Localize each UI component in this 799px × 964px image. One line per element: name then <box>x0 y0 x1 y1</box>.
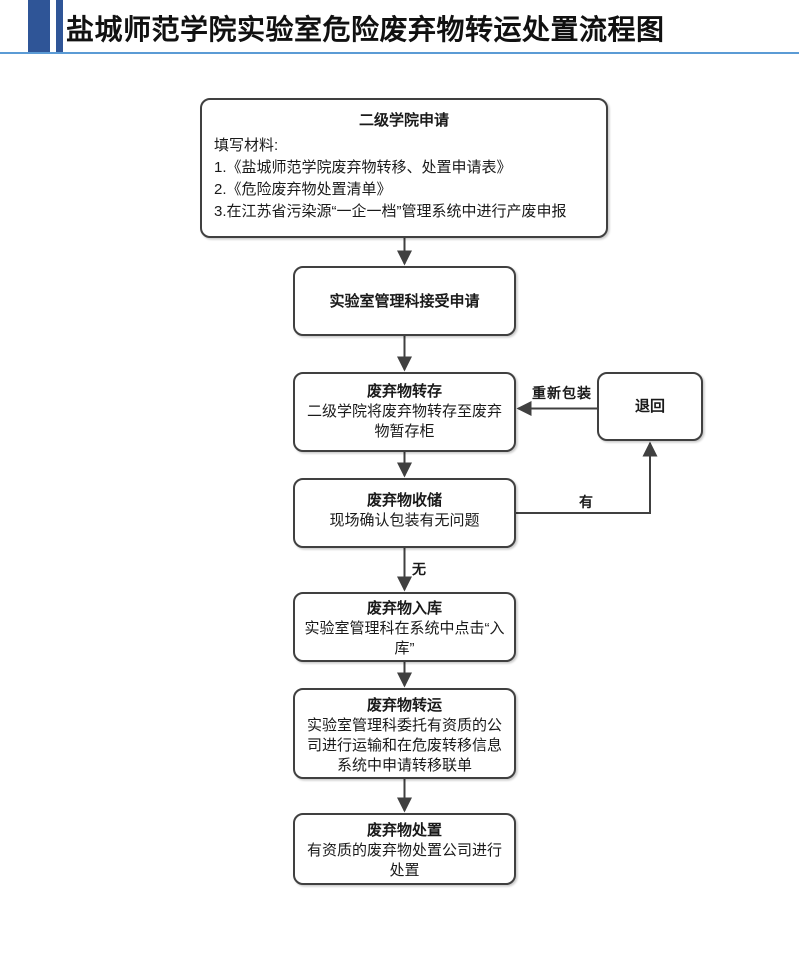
box-body: 二级学院将废弃物转存至废弃物暂存柜 <box>306 403 502 440</box>
header-accent-bar-thick <box>28 0 50 52</box>
flow-box-accept: 实验室管理科接受申请 <box>293 266 516 336</box>
box-body: 有资质的废弃物处置公司进行处置 <box>306 842 502 879</box>
header-rule <box>0 52 799 54</box>
flow-box-transport: 废弃物转运 实验室管理科委托有资质的公司进行运输和在危废转移信息系统中申请转移联… <box>293 688 516 779</box>
box-title: 废弃物转存 <box>366 383 442 400</box>
flow-box-disposal: 废弃物处置 有资质的废弃物处置公司进行处置 <box>293 813 516 885</box>
box-title: 废弃物入库 <box>366 600 442 617</box>
box-body: 现场确认包装有无问题 <box>329 512 480 529</box>
flow-box-collection: 废弃物收储 现场确认包装有无问题 <box>293 478 516 548</box>
box-title: 二级学院申请 <box>358 112 449 129</box>
box-body: 实验室管理科委托有资质的公司进行运输和在危废转移信息系统中申请转移联单 <box>306 717 502 774</box>
box-body-line: 3.在江苏省污染源“一企一档”管理系统中进行产废申报 <box>214 203 567 220</box>
box-body-line: 2.《危险废弃物处置清单》 <box>214 181 392 198</box>
page-title: 盐城师范学院实验室危险废弃物转运处置流程图 <box>66 14 665 45</box>
flow-box-warehousing: 废弃物入库 实验室管理科在系统中点击“入库” <box>293 592 516 662</box>
edge-label-no-problem: 无 <box>412 561 426 577</box>
box-title: 退回 <box>634 398 665 415</box>
flow-box-return: 退回 <box>597 372 703 441</box>
box-title: 实验室管理科接受申请 <box>329 292 480 310</box>
box-title: 废弃物收储 <box>366 492 442 509</box>
edge-label-has-problem: 有 <box>579 494 593 510</box>
box-title: 废弃物转运 <box>366 697 442 714</box>
edge-label-repack: 重新包装 <box>532 387 592 402</box>
box-body: 实验室管理科在系统中点击“入库” <box>304 620 505 657</box>
box-body-line: 填写材料: <box>214 137 279 154</box>
flow-box-transfer-storage: 废弃物转存 二级学院将废弃物转存至废弃物暂存柜 <box>293 372 516 452</box>
header-accent-bar-thin <box>56 0 63 52</box>
box-title: 废弃物处置 <box>366 822 442 839</box>
flow-box-apply: 二级学院申请填写材料: 1.《盐城师范学院废弃物转移、处置申请表》 2.《危险废弃物… <box>200 98 608 238</box>
box-body-line: 1.《盐城师范学院废弃物转移、处置申请表》 <box>214 159 512 176</box>
